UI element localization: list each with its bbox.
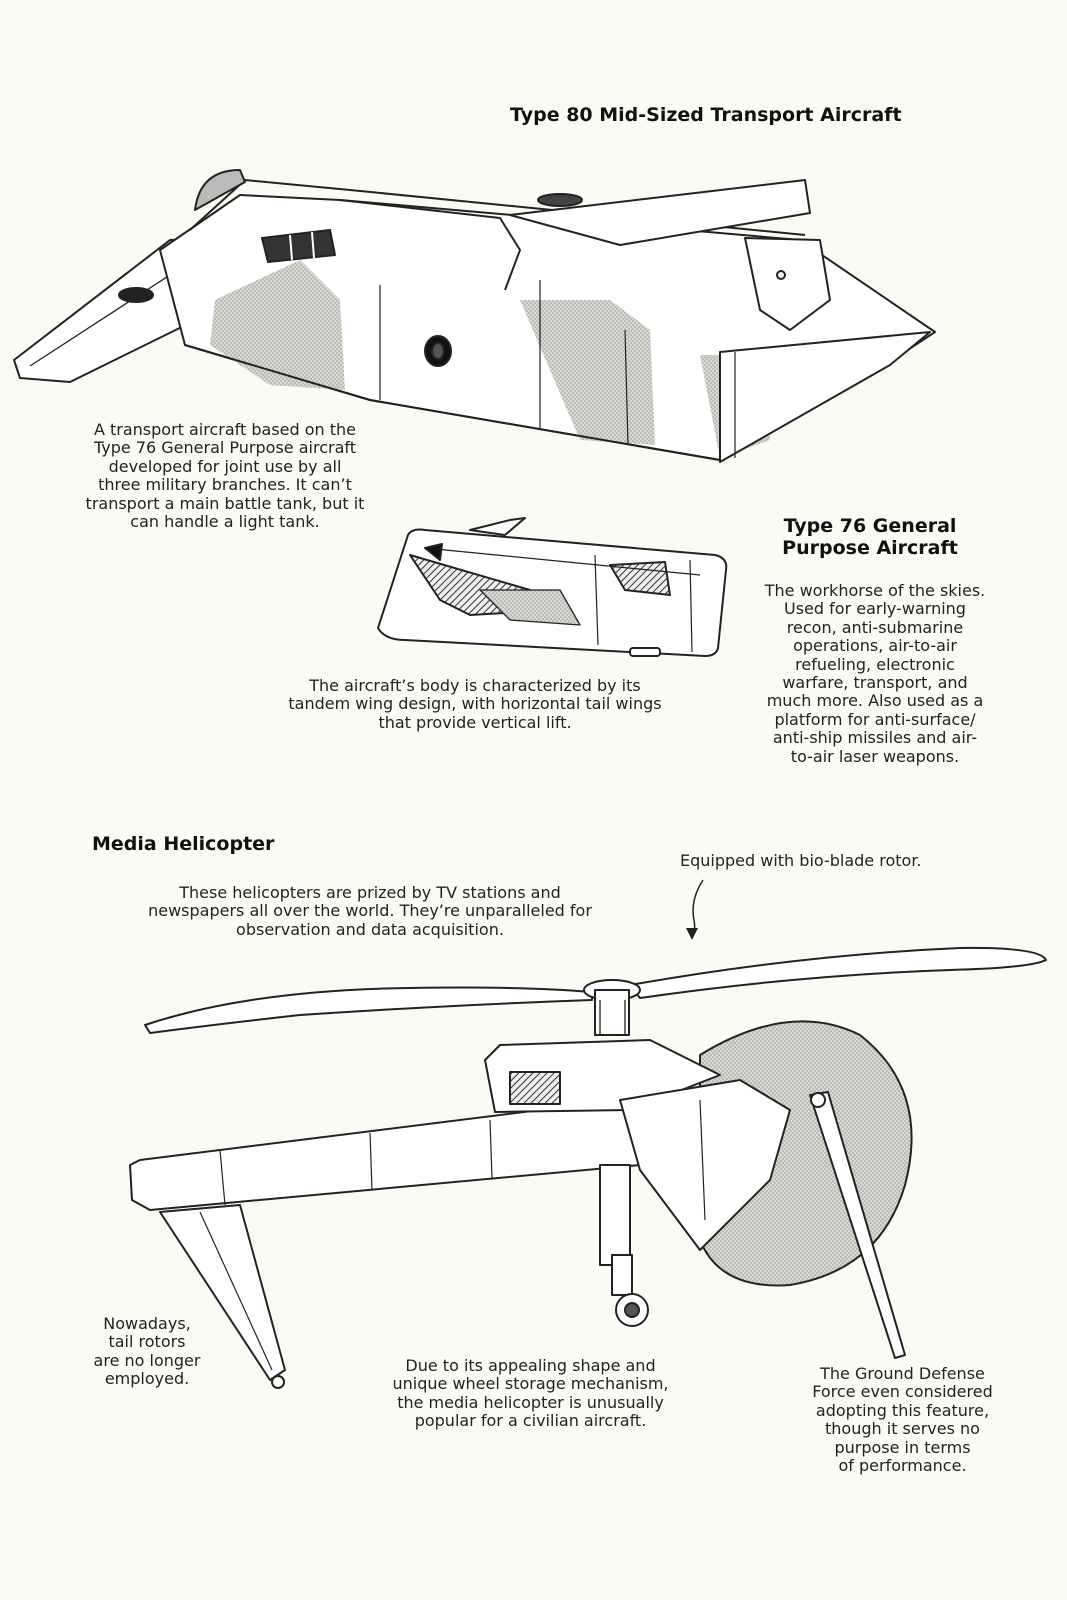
media-helicopter-caption-line: newspapers all over the world. They’re u… <box>148 901 592 921</box>
ground-defense-note-line: purpose in terms <box>834 1437 971 1457</box>
wheel-storage-note-line: Due to its appealing shape and <box>405 1356 656 1375</box>
type76-caption-line: recon, anti-submarine <box>786 617 964 637</box>
media-helicopter-title: Media Helicopter <box>92 833 275 855</box>
wheel-storage-note-line: the media helicopter is unusually <box>397 1392 664 1412</box>
media-helicopter-caption-line: observation and data acquisition. <box>236 919 504 939</box>
type76-aircraft-illustration <box>377 517 728 657</box>
type80-caption-line: Type 76 General Purpose aircraft <box>94 438 356 458</box>
type80-title: Type 80 Mid-Sized Transport Aircraft <box>510 104 902 126</box>
ground-defense-note-line: though it serves no <box>825 1419 980 1439</box>
type76-body-caption-line: that provide vertical lift. <box>378 712 572 732</box>
type80-caption-line: three military branches. It can’t <box>98 475 352 495</box>
type76-title-line: Purpose Aircraft <box>782 537 958 559</box>
ground-defense-note-line: Force even considered <box>812 1382 993 1402</box>
type76-body-caption: The aircraft’s body is characterized by … <box>255 676 695 732</box>
type76-body-caption-line: The aircraft’s body is characterized by … <box>309 676 641 695</box>
media-helicopter-illustration <box>129 946 1047 1389</box>
rotor-note: Equipped with bio-blade rotor. <box>680 851 922 870</box>
type76-body-caption-line: tandem wing design, with horizontal tail… <box>288 694 662 714</box>
type76-caption-line: refueling, electronic <box>795 654 955 674</box>
type80-caption-line: can handle a light tank. <box>130 512 320 532</box>
ground-defense-note-line: adopting this feature, <box>815 1400 990 1420</box>
type76-caption-line: The workhorse of the skies. <box>764 581 986 600</box>
type76-caption-line: much more. Also used as a <box>766 691 984 711</box>
wheel-storage-note-line: popular for a civilian aircraft. <box>414 1411 647 1431</box>
rotor-pointer-arrow <box>691 879 704 936</box>
type80-caption-line: developed for joint use by all <box>108 456 342 476</box>
ground-defense-note-line: of performance. <box>838 1456 967 1476</box>
type76-caption-line: warfare, transport, and <box>782 673 968 693</box>
ground-defense-note-line: The Ground Defense <box>820 1364 985 1383</box>
tail-rotor-note: Nowadays, tail rotors are no longer empl… <box>82 1314 212 1389</box>
tail-rotor-note-line: Nowadays, <box>103 1314 191 1333</box>
tail-rotor-note-line: are no longer <box>93 1350 201 1370</box>
type76-caption-line: to-air laser weapons. <box>790 746 960 766</box>
type76-caption: The workhorse of the skies. Used for ear… <box>745 581 1005 766</box>
type80-caption-line: A transport aircraft based on the <box>93 420 357 439</box>
type76-caption-line: Used for early-warning <box>784 599 966 619</box>
rotor-pointer-arrowhead <box>686 928 698 940</box>
type76-caption-line: operations, air-to-air <box>793 636 957 656</box>
media-helicopter-caption-line: These helicopters are prized by TV stati… <box>179 883 561 902</box>
tail-rotor-note-line: tail rotors <box>108 1332 186 1352</box>
media-helicopter-caption: These helicopters are prized by TV stati… <box>110 883 630 939</box>
type80-caption-line: transport a main battle tank, but it <box>85 493 365 513</box>
wheel-storage-note: Due to its appealing shape and unique wh… <box>368 1356 693 1431</box>
type76-title-line: Type 76 General <box>783 515 957 537</box>
wheel-storage-note-line: unique wheel storage mechanism, <box>392 1374 669 1394</box>
type80-transport-illustration <box>13 169 936 463</box>
type76-caption-line: platform for anti-surface/ <box>774 709 976 729</box>
type76-title: Type 76 General Purpose Aircraft <box>775 515 965 559</box>
type76-caption-line: anti-ship missiles and air- <box>772 728 978 748</box>
ground-defense-note: The Ground Defense Force even considered… <box>795 1364 1010 1476</box>
type80-caption: A transport aircraft based on the Type 7… <box>60 420 390 532</box>
tail-rotor-note-line: employed. <box>104 1369 190 1389</box>
